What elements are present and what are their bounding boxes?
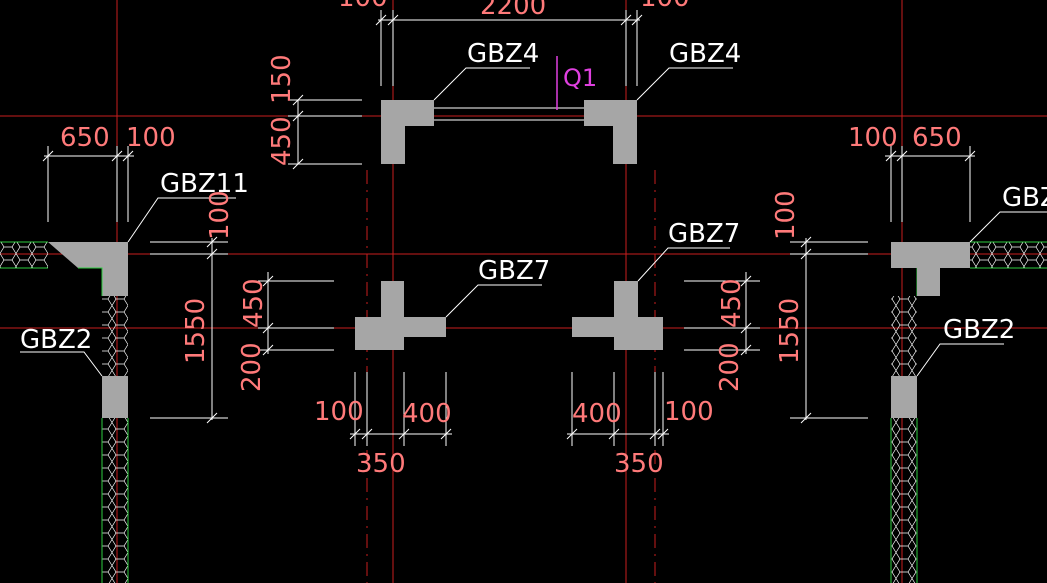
leader-gbz2-left [20, 351, 103, 377]
label-gbz7-left: GBZ7 [478, 256, 550, 286]
label-gbz2-right: GBZ2 [943, 315, 1015, 345]
dim-top-100-right: 100 [640, 0, 690, 13]
label-gbz7-right: GBZ7 [668, 219, 740, 249]
leader-gbz11 [127, 197, 236, 243]
dim-v-200-right: 200 [715, 342, 745, 392]
columns [48, 100, 970, 418]
dim-right-650: 650 [912, 123, 962, 153]
dim-b-400-left: 400 [402, 399, 452, 429]
wall-right-vertical-lower [891, 418, 917, 583]
leader-gbz2-right [916, 343, 1004, 377]
dim-v-1550-left: 1550 [181, 298, 211, 364]
dim-top-100-left: 100 [338, 0, 388, 13]
dimension-texts: 100 2200 100 650 100 100 650 150 450 100… [60, 0, 962, 479]
column-gbz2-left [102, 376, 128, 418]
dim-right-100: 100 [848, 123, 898, 153]
dim-v-100-right: 100 [771, 190, 801, 240]
component-labels: GBZ4 GBZ4 Q1 GBZ11 GBZ GBZ7 GBZ7 GBZ2 GB… [20, 39, 1047, 355]
wall-left-vertical-upper [102, 296, 128, 376]
dim-v-1550-right: 1550 [775, 298, 805, 364]
column-gbz11-left [48, 242, 128, 296]
column-gbz7-right [572, 281, 663, 350]
dim-top-2200: 2200 [480, 0, 546, 21]
leader-gbz7-left [445, 284, 542, 318]
column-gbz4-right [584, 100, 637, 164]
dim-b-100-left: 100 [314, 397, 364, 427]
label-q1: Q1 [563, 64, 597, 92]
column-gbz7-left [355, 281, 446, 350]
leader-gbz-right [969, 211, 1047, 243]
column-gbz-right [891, 242, 970, 296]
beam-q1 [434, 56, 584, 121]
wall-left-horizontal [0, 242, 48, 268]
wall-left-vertical-lower [102, 418, 128, 583]
wall-right-horizontal [970, 242, 1047, 268]
dim-left-100: 100 [126, 123, 176, 153]
dim-v-200-left: 200 [237, 342, 267, 392]
label-gbz4-right: GBZ4 [669, 39, 741, 69]
leader-gbz4-right [636, 67, 733, 101]
dim-left-650: 650 [60, 123, 110, 153]
dim-b-350-left: 350 [356, 449, 406, 479]
label-gbz11: GBZ11 [160, 169, 249, 199]
label-gbz-right: GBZ [1002, 183, 1047, 213]
dim-v-450-mid-left: 450 [239, 278, 269, 328]
leader-gbz4-left [433, 67, 530, 101]
dimension-lines [42, 10, 976, 446]
dim-b-400-right: 400 [572, 399, 622, 429]
label-gbz2-left: GBZ2 [20, 325, 92, 355]
column-gbz4-left [381, 100, 434, 164]
dim-b-100-right: 100 [664, 397, 714, 427]
dim-v-150: 150 [267, 54, 297, 104]
wall-right-vertical-upper [891, 296, 917, 376]
dim-v-450-mid-right: 450 [717, 278, 747, 328]
walls [0, 241, 1047, 583]
leader-gbz7-right [637, 247, 730, 282]
dim-v-450-top: 450 [267, 116, 297, 166]
label-gbz4-left: GBZ4 [467, 39, 539, 69]
column-gbz2-right [891, 376, 917, 418]
leader-lines [20, 67, 1047, 377]
dim-v-100-left: 100 [205, 190, 235, 240]
dim-b-350-right: 350 [614, 449, 664, 479]
